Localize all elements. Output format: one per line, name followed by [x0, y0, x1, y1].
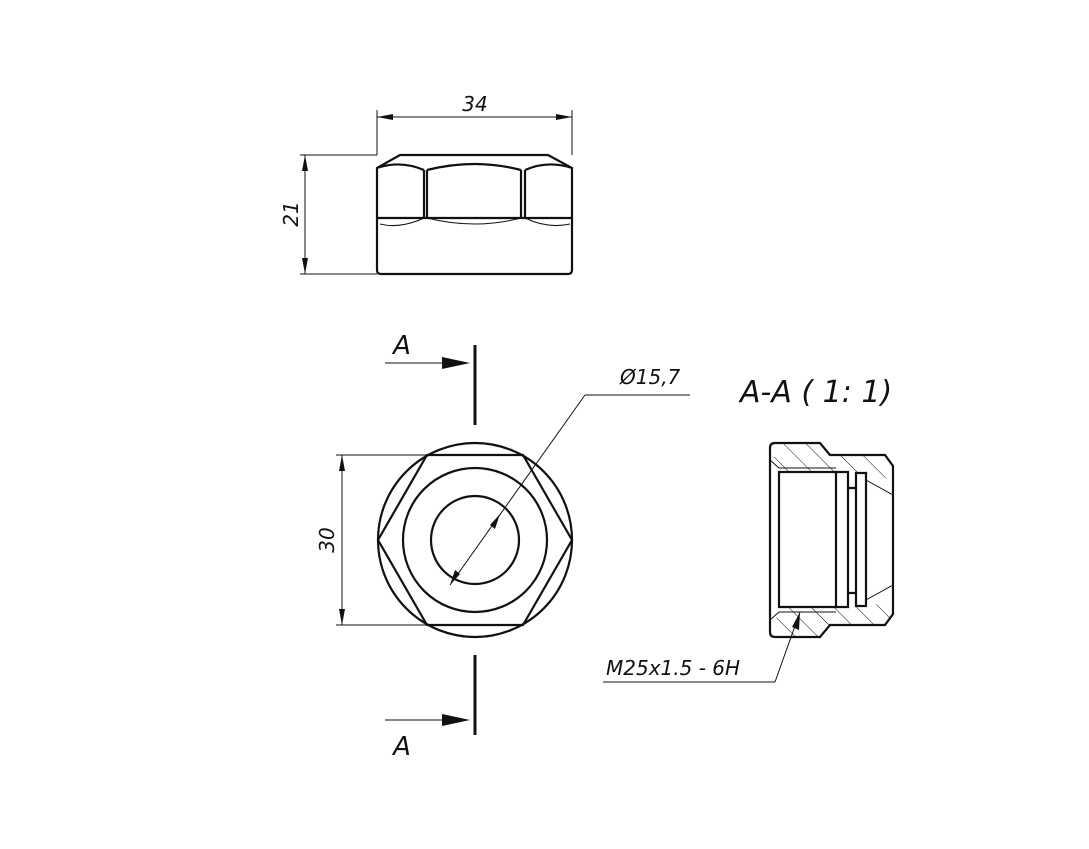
- dimension-height: 21: [279, 154, 377, 275]
- dimension-30-label: 30: [315, 527, 339, 552]
- dimension-bore-label: Ø15,7: [619, 365, 681, 389]
- section-line-marks: A A: [385, 331, 477, 762]
- section-view: A-A ( 1: 1) M25x1.5 - 6H: [603, 375, 895, 683]
- thread-label: M25x1.5 - 6H: [606, 656, 740, 680]
- dimension-21-label: 21: [279, 201, 303, 226]
- dimension-bore: Ø15,7: [449, 365, 690, 586]
- top-view: 34 21: [279, 92, 574, 276]
- section-title: A-A ( 1: 1): [738, 375, 892, 410]
- front-view: 30 Ø15,7 A A: [315, 331, 690, 762]
- section-mark-top: A: [391, 331, 411, 361]
- dimension-flats: 30: [315, 454, 427, 626]
- dimension-width: 34: [376, 92, 573, 155]
- section-mark-bottom: A: [391, 732, 411, 762]
- dimension-34-label: 34: [462, 92, 487, 116]
- thread-callout: M25x1.5 - 6H: [603, 611, 801, 683]
